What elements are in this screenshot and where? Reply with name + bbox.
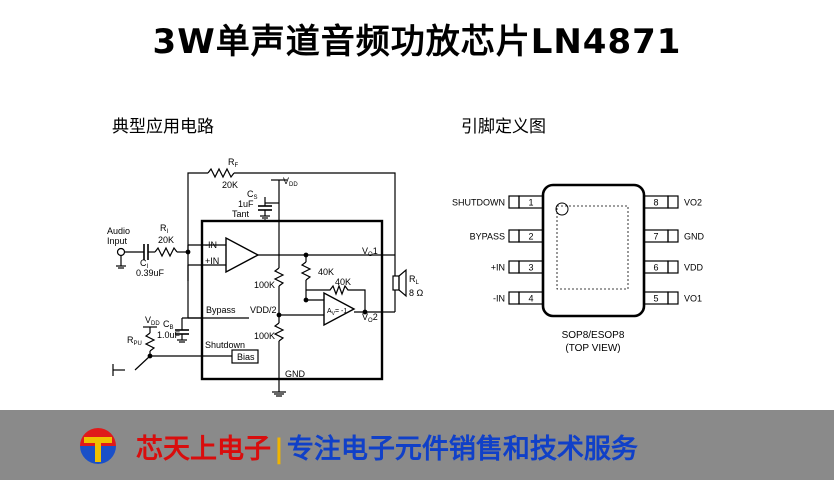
diagram-canvas: RF 20K VDD CS 1uF Tant Audio Input RI 20… [107,157,705,397]
ic-package-outline [541,183,646,318]
pin-right-2: 7 GND [643,229,705,243]
svg-text:0.39uF: 0.39uF [136,268,165,278]
pin-name: SHUTDOWN [452,198,505,208]
pinout-diagram: 1 SHUTDOWN 2 BYPASS 3 +IN 4 -IN 8 VO2 7 GND 6 VDD 5 VO… [452,183,705,354]
svg-text:40K: 40K [318,267,334,277]
pins-left: 1 SHUTDOWN 2 BYPASS 3 +IN 4 -IN [452,195,544,305]
svg-text:VO2: VO2 [362,312,378,324]
pin-name: VO2 [684,198,702,208]
svg-text:1.0uF: 1.0uF [157,330,181,340]
resistor-40k-b [306,284,366,312]
pin-name: GND [684,232,705,242]
svg-text:GND: GND [285,369,306,379]
resistor-100k-b [273,322,285,342]
resistor-rf [207,167,235,179]
pin-number: 2 [528,232,533,242]
page-title: 3W单声道音频功放芯片LN4871 [152,22,682,62]
svg-text:20K: 20K [158,235,174,245]
pin-left-3: 3 +IN [491,260,544,274]
pinout-heading: 引脚定义图 [461,117,546,137]
pin-left-2: 2 BYPASS [470,229,544,243]
footer-slogan: 专注电子元件销售和技术服务 [286,434,638,465]
svg-text:100K: 100K [254,331,275,341]
pin-name: -IN [493,294,505,304]
svg-text:VDD: VDD [145,315,160,327]
svg-text:AV= -1: AV= -1 [327,308,347,317]
company-logo-icon [80,428,116,464]
svg-text:Audio: Audio [107,226,130,236]
resistor-ri [154,246,178,258]
pin-right-3: 6 VDD [643,260,704,274]
pin-number: 4 [528,294,533,304]
svg-text:RL: RL [409,274,420,286]
pin-number: 8 [653,198,658,208]
svg-text:VO1: VO1 [362,246,378,258]
amplifier-1 [225,236,260,274]
svg-text:-IN: -IN [205,240,217,250]
pin-name: +IN [491,263,505,273]
schematic-labels: RF 20K VDD CS 1uF Tant Audio Input RI 20… [107,157,424,379]
svg-text:Input: Input [107,236,128,246]
svg-text:CS: CS [247,189,258,201]
application-schematic [112,167,407,397]
footer-company: 芯天上电子 [136,434,271,465]
resistor-rpu [144,332,156,352]
pin-right-4: 5 VO1 [643,291,702,305]
svg-text:20K: 20K [222,180,238,190]
svg-text:RF: RF [228,157,239,169]
pin-name: BYPASS [470,232,505,242]
footer-separator: | [274,434,284,465]
amplifier-2 [323,291,356,327]
pin-number: 6 [653,263,658,273]
pins-right: 8 VO2 7 GND 6 VDD 5 VO1 [643,195,705,305]
package-name: SOP8/ESOP8 [562,330,625,341]
svg-text:RI: RI [160,223,169,235]
resistor-40k-a [300,261,312,281]
svg-text:Shutdown: Shutdown [205,340,245,350]
audio-input-jack [116,247,126,257]
resistor-100k-a [273,267,285,287]
footer-text: 芯天上电子|专注电子元件销售和技术服务 [136,427,638,466]
pin-number: 5 [653,294,658,304]
package-view: (TOP VIEW) [565,343,620,354]
svg-text:CB: CB [163,319,174,331]
svg-text:Bypass: Bypass [206,305,236,315]
circuit-heading: 典型应用电路 [112,117,214,137]
svg-text:Bias: Bias [237,352,255,362]
pin1-dot-icon [555,202,569,216]
pin-name: VDD [684,263,704,273]
svg-text:CI: CI [140,258,149,270]
pin-number: 7 [653,232,658,242]
svg-text:40K: 40K [335,277,351,287]
pin-left-4: 4 -IN [493,291,544,305]
svg-text:100K: 100K [254,280,275,290]
svg-text:VDD: VDD [283,176,298,188]
pin-number: 1 [528,198,533,208]
svg-text:VDD/2: VDD/2 [250,305,277,315]
svg-text:Tant: Tant [232,209,250,219]
thermal-pad-outline [556,205,629,290]
svg-text:8 Ω: 8 Ω [409,288,424,298]
svg-text:+IN: +IN [205,256,219,266]
pin-name: VO1 [684,294,702,304]
pin-left-1: 1 SHUTDOWN [452,195,544,209]
amplifier-chip-outline [200,219,384,381]
pin-number: 3 [528,263,533,273]
svg-text:RPU: RPU [127,335,142,347]
pin-right-1: 8 VO2 [643,195,702,209]
footer-banner: 芯天上电子|专注电子元件销售和技术服务 [0,410,834,480]
svg-text:1uF: 1uF [238,199,254,209]
bias-block [231,349,259,364]
speaker-icon [392,275,400,291]
